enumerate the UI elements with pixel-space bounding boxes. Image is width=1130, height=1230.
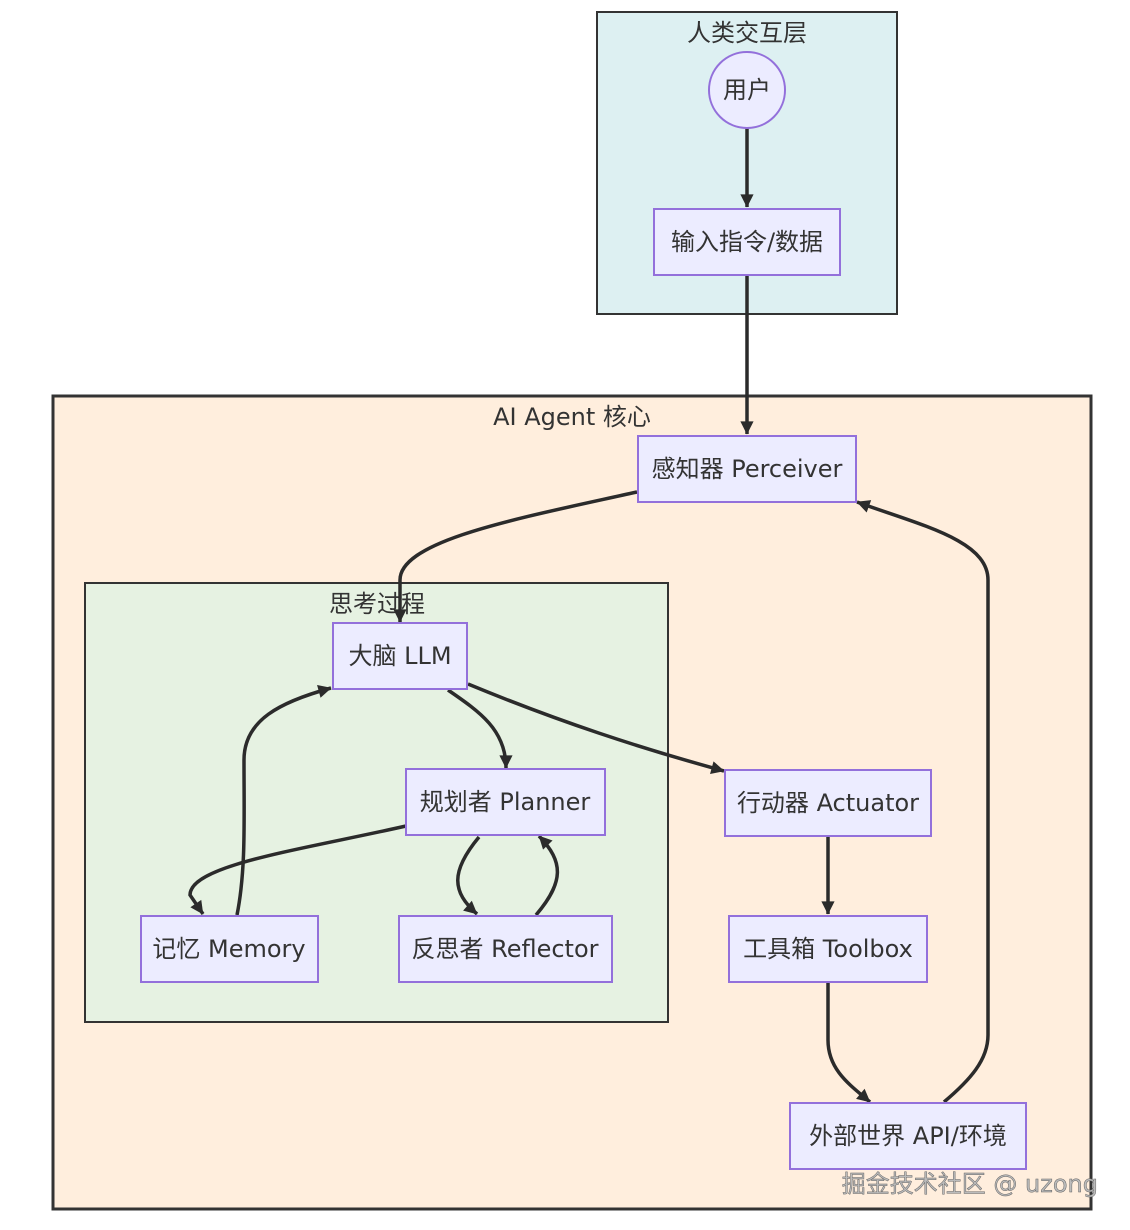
node-reflector[interactable]: 反思者 Reflector — [398, 915, 613, 983]
node-user[interactable]: 用户 — [708, 51, 786, 129]
cluster-thinking-process-title: 思考过程 — [329, 590, 425, 618]
edge-memory-to-llm — [235, 685, 332, 916]
edge-world-to-perceiver — [856, 500, 990, 1104]
cluster-agent-core-title: AI Agent 核心 — [493, 403, 651, 431]
edge-reflector-to-planner — [534, 834, 560, 917]
node-perceiver-label: 感知器 Perceiver — [652, 455, 843, 483]
edges — [188, 128, 990, 1104]
edge-planner-to-memory — [188, 824, 407, 915]
node-llm-label: 大脑 LLM — [348, 642, 451, 670]
node-world[interactable]: 外部世界 API/环境 — [789, 1102, 1027, 1170]
node-llm[interactable]: 大脑 LLM — [332, 622, 468, 690]
watermark: 掘金技术社区 @ uzong — [842, 1170, 1098, 1198]
node-user-label: 用户 — [723, 76, 771, 104]
node-actuator-label: 行动器 Actuator — [737, 789, 919, 817]
node-input-label: 输入指令/数据 — [671, 228, 823, 256]
edge-planner-to-reflector — [456, 835, 481, 916]
node-memory-label: 记忆 Memory — [152, 935, 305, 963]
cluster-human-interaction-title: 人类交互层 — [687, 19, 807, 47]
node-toolbox[interactable]: 工具箱 Toolbox — [728, 915, 928, 983]
node-actuator[interactable]: 行动器 Actuator — [724, 769, 932, 837]
edge-perceiver-to-llm — [393, 490, 638, 623]
edge-llm-to-actuator — [467, 682, 725, 775]
node-world-label: 外部世界 API/环境 — [809, 1122, 1007, 1150]
node-memory[interactable]: 记忆 Memory — [140, 915, 319, 983]
edge-llm-to-planner — [447, 688, 513, 769]
node-input[interactable]: 输入指令/数据 — [653, 208, 841, 276]
node-perceiver[interactable]: 感知器 Perceiver — [637, 435, 857, 503]
node-reflector-label: 反思者 Reflector — [411, 935, 598, 963]
node-planner-label: 规划者 Planner — [420, 788, 591, 816]
node-toolbox-label: 工具箱 Toolbox — [743, 935, 913, 963]
edge-toolbox-to-world — [826, 982, 872, 1104]
node-planner[interactable]: 规划者 Planner — [405, 768, 606, 836]
